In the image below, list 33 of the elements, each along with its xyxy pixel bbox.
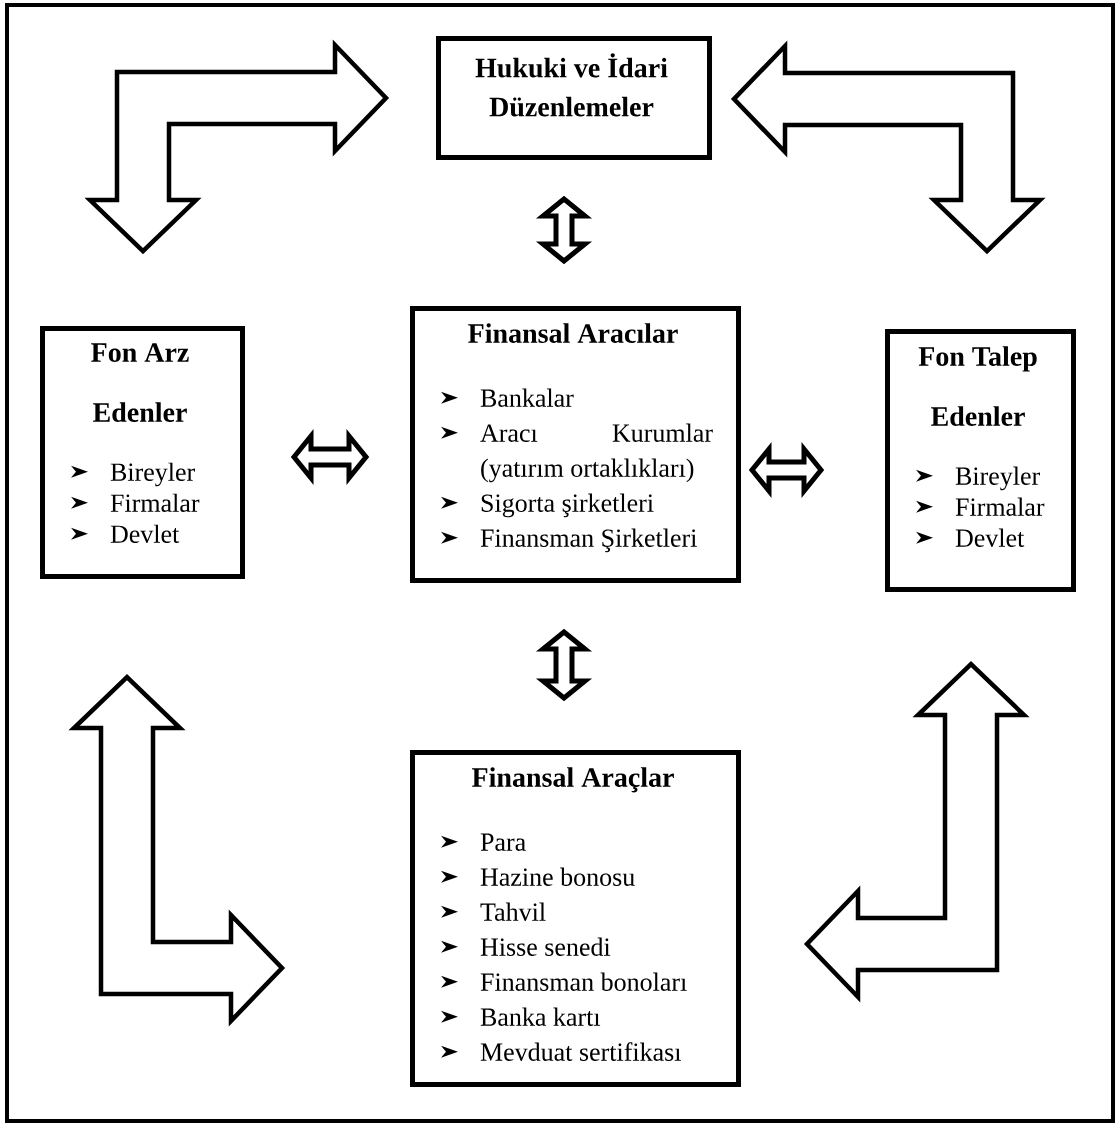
list-item: Finansman Şirketleri — [480, 528, 697, 553]
list-item: Firmalar — [110, 493, 200, 512]
block-arrow — [535, 195, 593, 265]
list-item: Hisse senedi — [480, 937, 611, 956]
list-item: Finansman bonoları — [480, 972, 687, 991]
list-item: Banka kartı — [480, 1007, 601, 1026]
text-box — [410, 306, 741, 583]
list-item: Devlet — [955, 528, 1025, 547]
list-item: Para — [480, 833, 526, 851]
block-arrow — [748, 441, 825, 499]
list-item: Sigorta şirketleri — [481, 493, 654, 518]
block-arrow — [730, 40, 1046, 255]
heading: Finansal Aracılar — [468, 323, 678, 343]
list-item: Bankalar — [480, 388, 574, 407]
heading: Fon Talep Edenler — [918, 346, 1037, 426]
text-box — [40, 326, 245, 579]
text-box — [410, 750, 741, 1087]
text-box — [885, 329, 1076, 592]
list-item: Bireyler — [110, 462, 195, 487]
block-arrow — [535, 628, 593, 702]
block-arrow — [803, 660, 1030, 1003]
list-item: Aracı Kurumlar (yatırım ortaklıkları) — [480, 423, 713, 483]
text-box — [436, 36, 712, 160]
block-arrow — [290, 428, 370, 486]
list-item: Tahvil — [480, 902, 546, 921]
heading: Fon Arz Edenler — [91, 343, 189, 422]
list-item: Firmalar — [955, 497, 1045, 516]
heading: Finansal Araçlar — [472, 767, 674, 793]
heading: Hukuki ve İdari Düzenlemeler — [475, 53, 668, 117]
list-item: Hazine bonosu — [480, 867, 635, 886]
list-item: Mevduat sertifikası — [480, 1042, 681, 1061]
list-item: Bireyler — [955, 466, 1040, 491]
list-item: Devlet — [110, 524, 180, 543]
